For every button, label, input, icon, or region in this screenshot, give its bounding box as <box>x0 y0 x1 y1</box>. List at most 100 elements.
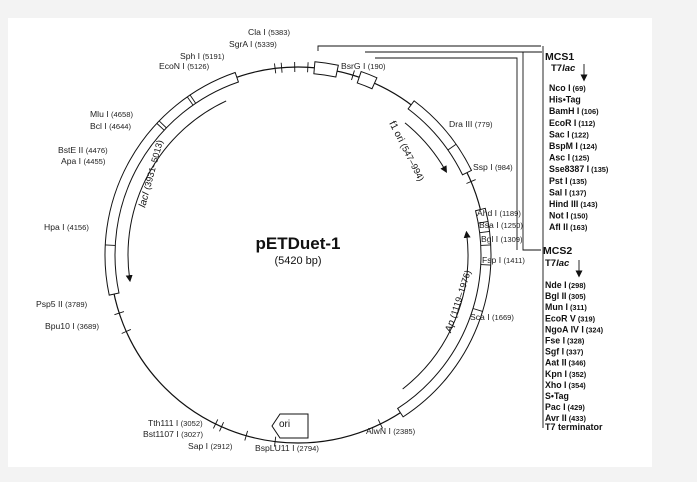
site-label: Bpu10 I (3689) <box>45 321 99 331</box>
ap-block <box>396 207 492 418</box>
features-layer <box>104 61 492 439</box>
site-tick <box>480 264 491 266</box>
site-label: SgrA I (5339) <box>229 39 277 49</box>
mcs1-block <box>313 61 339 78</box>
site-label: Psp5 II (3789) <box>36 299 88 309</box>
mcs-site-item: Bgl II(305) <box>545 291 586 301</box>
mcs-site-item: Xho I(354) <box>545 380 586 390</box>
mcs-site-item: BamH I(106) <box>549 106 599 116</box>
mcs2-title: MCS2 <box>543 245 572 257</box>
site-label: AlwN I (2385) <box>366 426 416 436</box>
mcs2-site-list: Nde I(298)Bgl II(305)Mun I(311)EcoR V(31… <box>545 280 604 423</box>
mcs-site-item: BspM I(124) <box>549 141 598 151</box>
mcs-site-item: Pst I(135) <box>549 176 587 186</box>
plasmid-name: pETDuet-1 <box>256 234 341 253</box>
site-tick <box>156 123 165 131</box>
mcs-site-item: Sal I(137) <box>549 187 587 197</box>
site-label: EcoN I (5126) <box>159 61 210 71</box>
site-label: BsrG I (190) <box>341 61 386 71</box>
site-tick <box>121 329 132 334</box>
f1-ori-arrow <box>404 122 447 174</box>
site-label: BspLU11 I (2794) <box>255 443 319 453</box>
site-label: Bcl I (4644) <box>90 121 132 131</box>
mcs-site-item: Sgf I(337) <box>545 347 584 357</box>
mcs-site-item: Afl II(163) <box>549 222 588 232</box>
site-tick <box>189 94 197 104</box>
site-tick <box>219 421 224 432</box>
mcs-site-item: Nde I(298) <box>545 280 586 290</box>
mcs2-promoter: T7lac <box>545 258 570 269</box>
mcs-site-item: Nco I(69) <box>549 83 586 93</box>
site-label: BstE II (4476) <box>58 145 108 155</box>
mcs-site-item: His•Tag <box>549 95 581 105</box>
f1-ori-block <box>407 100 473 176</box>
site-tick <box>447 143 457 151</box>
mcs-site-item: Kpn I(352) <box>545 369 587 379</box>
site-tick <box>114 311 125 316</box>
site-tick <box>478 221 489 224</box>
site-tick <box>186 96 194 106</box>
mcs-site-item: Sac I(122) <box>549 129 589 139</box>
site-tick <box>158 120 167 129</box>
site-tick <box>377 419 384 429</box>
mcs-site-item: EcoR I(112) <box>549 118 596 128</box>
site-label: Tth111 I (3052) <box>148 418 203 428</box>
mcs-site-item: Not I(150) <box>549 211 588 221</box>
site-label: Sph I (5191) <box>180 51 225 61</box>
mcs2-panel: MCS2 T7lac Nde I(298)Bgl II(305)Mun I(31… <box>543 245 604 432</box>
site-tick <box>480 244 491 246</box>
site-tick <box>307 62 309 73</box>
site-tick <box>479 231 490 234</box>
plasmid-map-canvas: pETDuet-1 (5420 bp) Cla I (5383) SgrA I … <box>8 18 652 467</box>
mcs-site-item: Aat II(346) <box>545 358 586 368</box>
mcs-site-item: EcoR V(319) <box>545 313 596 323</box>
plasmid-size: (5420 bp) <box>274 255 321 267</box>
mcs-site-item: Pac I(429) <box>545 402 585 412</box>
mcs-site-item: Fse I(328) <box>545 336 585 346</box>
site-label: Ssp I (984) <box>473 162 513 172</box>
site-tick <box>351 70 355 81</box>
site-label: Ahd I (1189) <box>477 208 521 218</box>
site-label: Cla I (5383) <box>248 27 290 37</box>
mcs-site-item: Avr II(433) <box>545 413 586 423</box>
mcs1-title: MCS1 <box>545 51 574 63</box>
site-label: Mlu I (4658) <box>90 109 133 119</box>
mcs1-promoter: T7lac <box>551 63 576 74</box>
site-label: Dra III (779) <box>449 119 493 129</box>
site-label: Bgl I (1309) <box>481 234 523 244</box>
t7-terminator-label: T7 terminator <box>545 422 603 432</box>
site-tick <box>244 430 248 441</box>
mcs-site-item: S•Tag <box>545 391 569 401</box>
site-labels: Cla I (5383) SgrA I (5339) Sph I (5191) … <box>36 27 525 453</box>
site-tick <box>280 62 283 73</box>
mcs2-block <box>356 70 378 90</box>
site-label: Sca I (1669) <box>470 312 514 322</box>
site-tick <box>472 308 483 312</box>
site-label: Hpa I (4156) <box>44 222 89 232</box>
site-label: Bst1107 I (3027) <box>143 429 203 439</box>
mcs-site-item: NgoA IV I(324) <box>545 324 604 334</box>
mcs-site-item: Asc I(125) <box>549 153 590 163</box>
site-tick <box>274 436 277 447</box>
site-ticks-layer <box>105 62 491 447</box>
site-label: Fsp I (1411) <box>482 255 525 265</box>
site-tick <box>105 244 116 246</box>
ori-label: ori <box>279 419 290 430</box>
mcs-connectors <box>317 45 544 428</box>
laci-arrow <box>125 100 227 283</box>
site-tick <box>466 179 476 184</box>
site-tick <box>274 63 277 74</box>
site-label: Sap I (2912) <box>188 441 233 451</box>
mcs-site-item: Hind III(143) <box>549 199 598 209</box>
site-label: Apa I (4455) <box>61 156 106 166</box>
ori-block <box>271 413 309 439</box>
laci-block <box>104 71 240 296</box>
site-label: Bsa I (1250) <box>479 220 523 230</box>
plasmid-map: pETDuet-1 (5420 bp) Cla I (5383) SgrA I … <box>36 27 609 453</box>
f1-ori-label: f1 ori (547–994) <box>386 119 426 183</box>
mcs-site-item: Sse8387 I(135) <box>549 164 609 174</box>
ap-arrow <box>402 230 471 390</box>
mcs-site-item: Mun I(311) <box>545 302 587 312</box>
